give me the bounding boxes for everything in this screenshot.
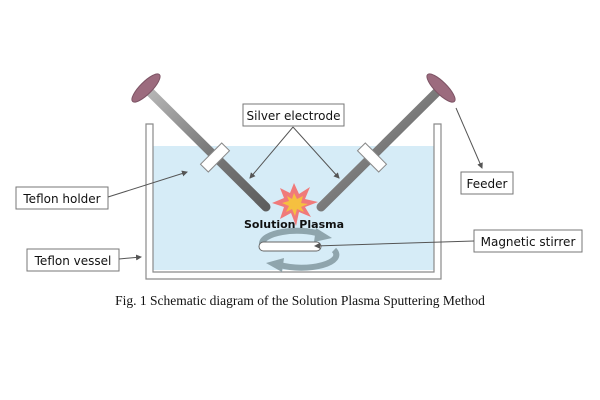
teflon-holder-callout: Teflon holder — [15, 170, 188, 210]
plasma-burst-icon — [272, 183, 318, 226]
left-silver-electrode — [131, 73, 271, 212]
silver-electrode-callout: Silver electrode — [242, 103, 345, 179]
right-silver-electrode — [316, 73, 456, 212]
left-feeder-cap — [131, 73, 161, 103]
left-teflon-holder — [199, 142, 231, 173]
solution-plasma-label: Solution Plasma — [244, 218, 344, 231]
rotation-arrowhead-2 — [266, 258, 284, 272]
teflon-vessel — [145, 123, 442, 280]
magnetic-stirrer-label: Magnetic stirrer — [481, 235, 576, 249]
figure-caption: Fig. 1 Schematic diagram of the Solution… — [115, 293, 485, 308]
right-feeder-cap — [426, 73, 456, 103]
teflon-holder-label: Teflon holder — [22, 192, 100, 206]
right-teflon-holder — [356, 142, 388, 173]
rotation-arrowhead-1 — [314, 228, 332, 242]
teflon-vessel-callout: Teflon vessel — [26, 248, 142, 272]
magnetic-stirrer-callout: Magnetic stirrer — [314, 229, 583, 253]
feeder-label: Feeder — [467, 177, 508, 191]
silver-electrode-label: Silver electrode — [247, 109, 341, 123]
stirrer-rotation-arrows — [259, 227, 340, 271]
feeder-callout: Feeder — [455, 107, 514, 195]
teflon-vessel-label: Teflon vessel — [34, 254, 112, 268]
magnetic-stirrer-bar — [258, 241, 322, 252]
